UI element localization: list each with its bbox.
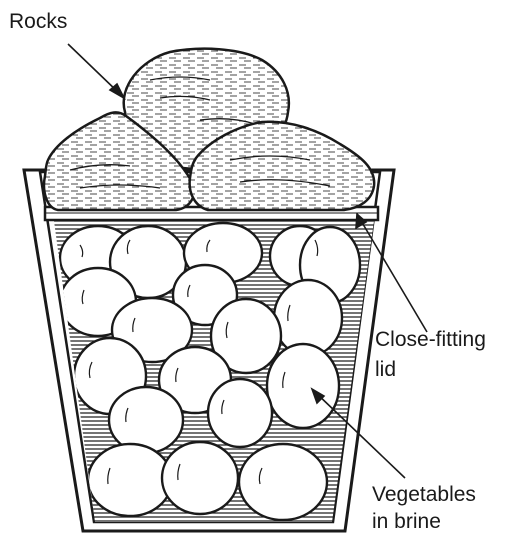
lid-label-line-1: Close-fitting xyxy=(375,327,486,353)
vegetable xyxy=(208,379,272,447)
vegetable xyxy=(162,442,238,514)
vegetable xyxy=(109,387,183,453)
vegetables-label-line-1: Vegetables xyxy=(372,482,476,508)
rocks-label: Rocks xyxy=(9,9,67,35)
lid-label-line-2: lid xyxy=(375,357,396,383)
vegetables-label-line-2: in brine xyxy=(372,509,441,535)
rocks xyxy=(44,49,374,210)
vegetable xyxy=(239,444,327,520)
vegetable xyxy=(267,344,339,428)
rocks-leader-line xyxy=(68,44,120,94)
vegetables xyxy=(60,223,360,520)
vegetable xyxy=(88,444,172,516)
